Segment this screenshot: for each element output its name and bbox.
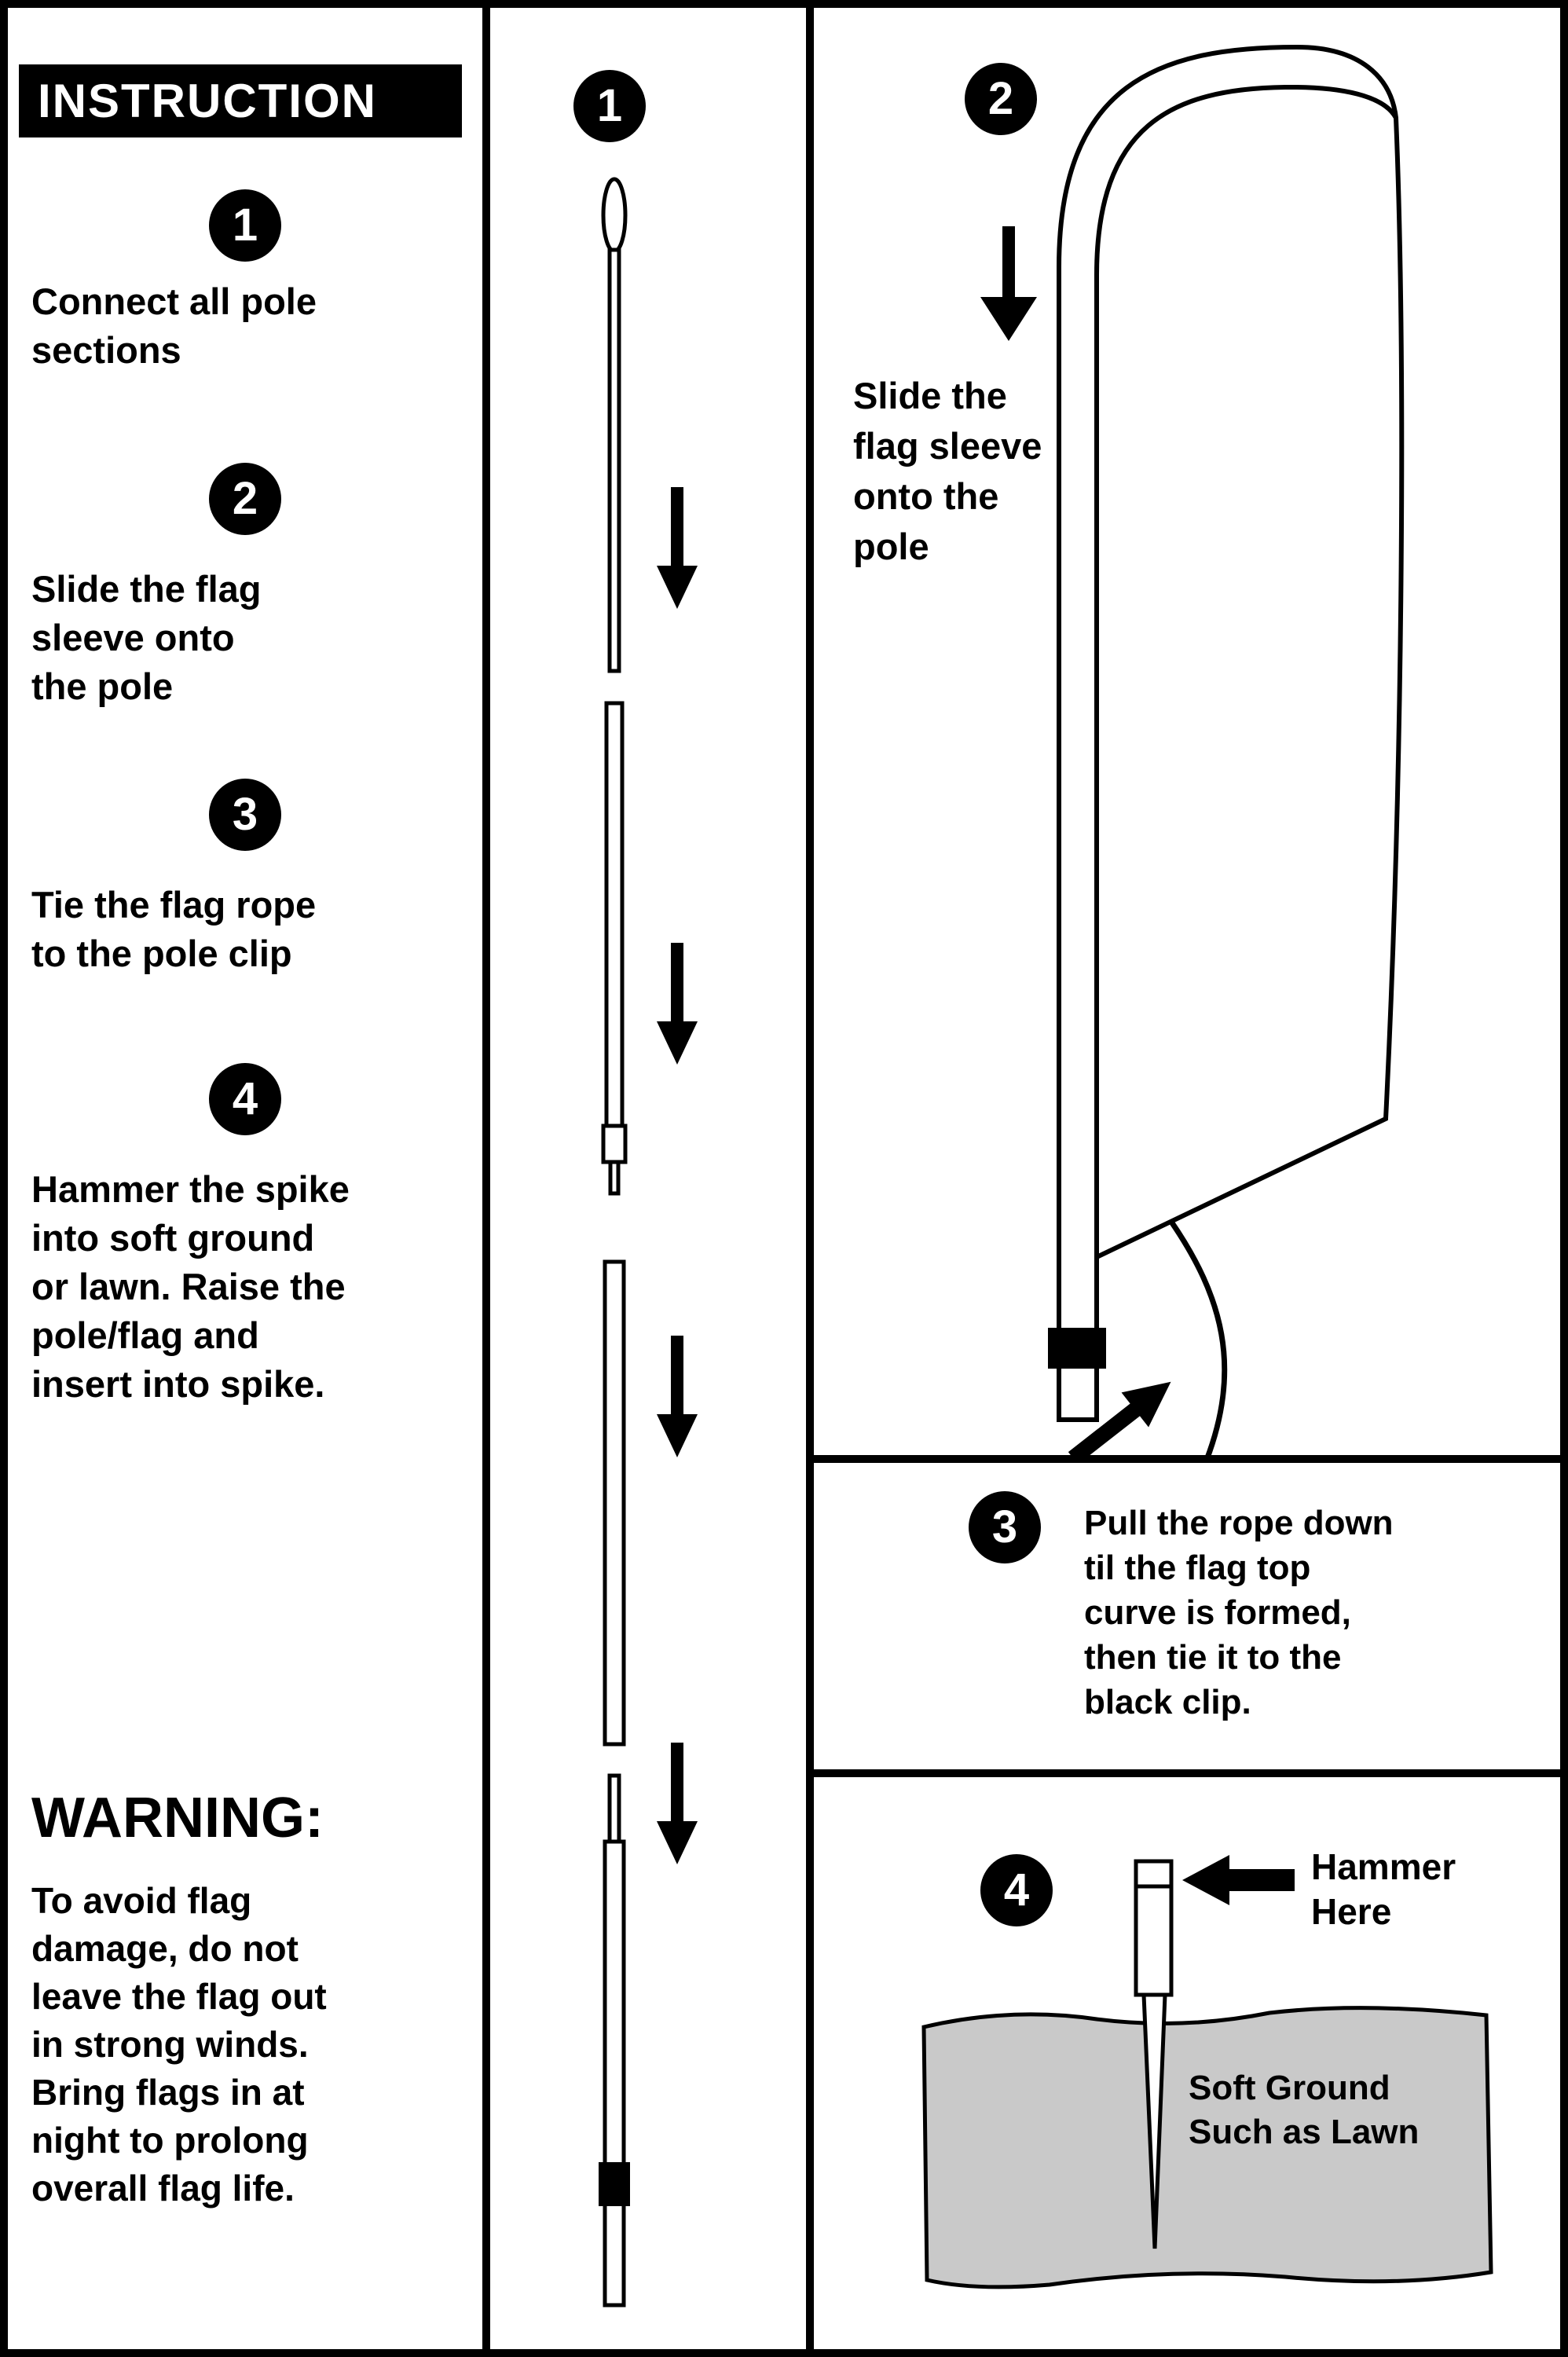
step-4-badge-row: 4	[8, 1063, 482, 1135]
pole-clip	[599, 2162, 630, 2206]
pole-clip	[1048, 1328, 1106, 1369]
down-arrow-icon	[657, 1336, 698, 1457]
panel-2-number-badge: 2	[965, 63, 1037, 135]
pole-assembly-illustration	[599, 177, 698, 2308]
hammer-here-arrow-icon	[1182, 1855, 1295, 1905]
panel-1-number-badge: 1	[573, 70, 646, 142]
down-arrow-icon	[657, 943, 698, 1065]
step-1-number-badge: 1	[209, 189, 281, 262]
step-2-number-badge: 2	[209, 463, 281, 535]
flag-body	[1094, 84, 1405, 1261]
down-arrow-icon	[657, 1743, 698, 1864]
step-2-badge-row: 2	[8, 463, 482, 535]
up-right-arrow-icon	[1068, 1381, 1171, 1463]
instructions-column: INSTRUCTION 1 Connect all pole sections …	[8, 8, 490, 2349]
step-4-illustration-panel: 4 Hammer Here Soft Ground Such as Lawn	[814, 1777, 1560, 2349]
step-2-text: Slide the flag sleeve onto the pole	[31, 568, 262, 707]
panel-3-number-badge: 3	[969, 1491, 1041, 1563]
step-1-text: Connect all pole sections	[31, 280, 317, 371]
pole-section-2	[601, 701, 628, 1196]
hammer-here-label: Hammer Here	[1311, 1846, 1456, 1932]
page-title: INSTRUCTION	[19, 64, 462, 137]
flag-rope	[1169, 1220, 1228, 1461]
pole-section-bottom	[603, 1773, 626, 2308]
panel-2-caption: Slide the flag sleeve onto the pole	[853, 375, 1042, 567]
flag-sleeve-illustration	[980, 44, 1405, 1463]
ground-spike-illustration	[921, 1855, 1493, 2289]
soft-ground	[921, 2006, 1493, 2289]
step-2-illustration-panel: 2 Slide the flag sleeve onto the pole	[814, 8, 1560, 1463]
step-3-instruction-panel: 3 Pull the rope down til the flag top cu…	[814, 1463, 1560, 1777]
warning-title: WARNING:	[31, 1787, 324, 1849]
down-arrow-icon	[980, 226, 1037, 341]
pole-section-tip	[601, 177, 628, 673]
step-1-illustration-panel: 1	[490, 8, 814, 2349]
step-1-badge-row: 1	[8, 189, 482, 262]
pole-section-3	[603, 1259, 626, 1747]
step-3-badge-row: 3	[8, 779, 482, 851]
panel-4-number-badge: 4	[980, 1854, 1053, 1926]
panel-3-caption: Pull the rope down til the flag top curv…	[1084, 1504, 1394, 1721]
illustration-column: 2 Slide the flag sleeve onto the pole 3 …	[814, 8, 1560, 2349]
step-4-number-badge: 4	[209, 1063, 281, 1135]
soft-ground-label: Soft Ground Such as Lawn	[1189, 2069, 1420, 2151]
step-3-text: Tie the flag rope to the pole clip	[31, 884, 317, 974]
ground-spike	[1134, 1859, 1174, 2249]
step-4-text: Hammer the spike into soft ground or law…	[31, 1168, 350, 1405]
step-3-number-badge: 3	[209, 779, 281, 851]
down-arrow-icon	[657, 487, 698, 609]
warning-text: To avoid flag damage, do not leave the f…	[31, 1880, 327, 2209]
